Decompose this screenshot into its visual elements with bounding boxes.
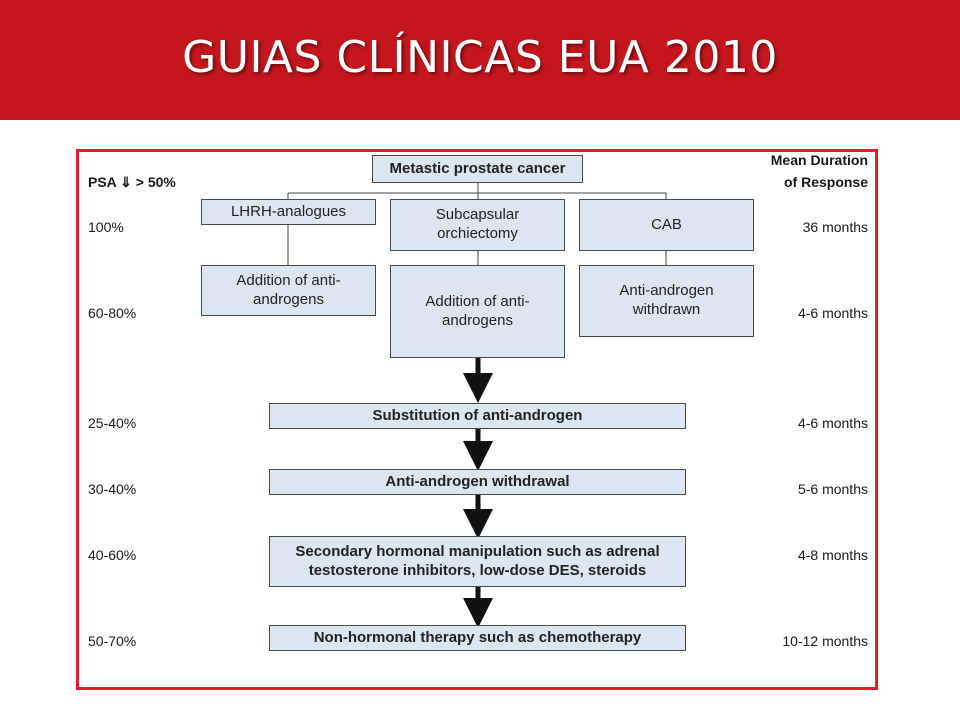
psa-row-2: 60-80% [88, 305, 137, 321]
addition-mid-box: Addition of anti- androgens [390, 265, 565, 358]
addition-mid-line1: Addition of anti- [425, 292, 530, 310]
duration-header-line2: of Response [783, 174, 868, 190]
root-box: Metastic prostate cancer [372, 155, 583, 183]
title-bar [0, 0, 960, 120]
lhrh-box: LHRH-analogues [201, 199, 376, 225]
orchiectomy-line2: orchiectomy [437, 225, 518, 242]
duration-row-6: 10-12 months [782, 633, 868, 649]
slide-title: GUIAS CLÍNICAS EUA 2010 [182, 32, 778, 83]
duration-row-2: 4-6 months [797, 305, 868, 321]
nonhormonal-box: Non-hormonal therapy such as chemotherap… [269, 625, 686, 651]
secondary-line2: testosterone inhibitors, low-dose DES, s… [308, 561, 647, 579]
duration-row-5: 4-8 months [797, 547, 868, 563]
orchiectomy-box: Subcapsular orchiectomy [390, 199, 565, 251]
cab-box: CAB [579, 199, 754, 251]
duration-row-1: 36 months [802, 219, 868, 235]
secondary-box: Secondary hormonal manipulation such as … [269, 536, 686, 587]
psa-row-3: 25-40% [88, 415, 137, 431]
addition-left-line2: androgens [253, 290, 324, 308]
psa-row-1: 100% [88, 219, 124, 235]
psa-header: PSA ⇓ > 50% [88, 174, 176, 190]
substitution-box: Substitution of anti-androgen [269, 403, 686, 429]
secondary-line1: Secondary hormonal manipulation such as … [295, 542, 660, 560]
diagram-frame [76, 149, 878, 690]
addition-left-line1: Addition of anti- [236, 271, 341, 289]
addition-mid-line2: androgens [442, 311, 513, 329]
duration-row-3: 4-6 months [797, 415, 868, 431]
addition-left-box: Addition of anti- androgens [201, 265, 376, 316]
duration-header-line1: Mean Duration [770, 152, 868, 168]
withdrawn-line2: withdrawn [632, 301, 701, 318]
psa-row-4: 30-40% [88, 481, 137, 497]
orchiectomy-line1: Subcapsular [435, 206, 520, 224]
withdrawn-line1: Anti-androgen [619, 282, 714, 300]
duration-row-4: 5-6 months [797, 481, 868, 497]
psa-row-5: 40-60% [88, 547, 137, 563]
withdrawal-box: Anti-androgen withdrawal [269, 469, 686, 495]
psa-row-6: 50-70% [88, 633, 137, 649]
withdrawn-box: Anti-androgen withdrawn [579, 265, 754, 337]
